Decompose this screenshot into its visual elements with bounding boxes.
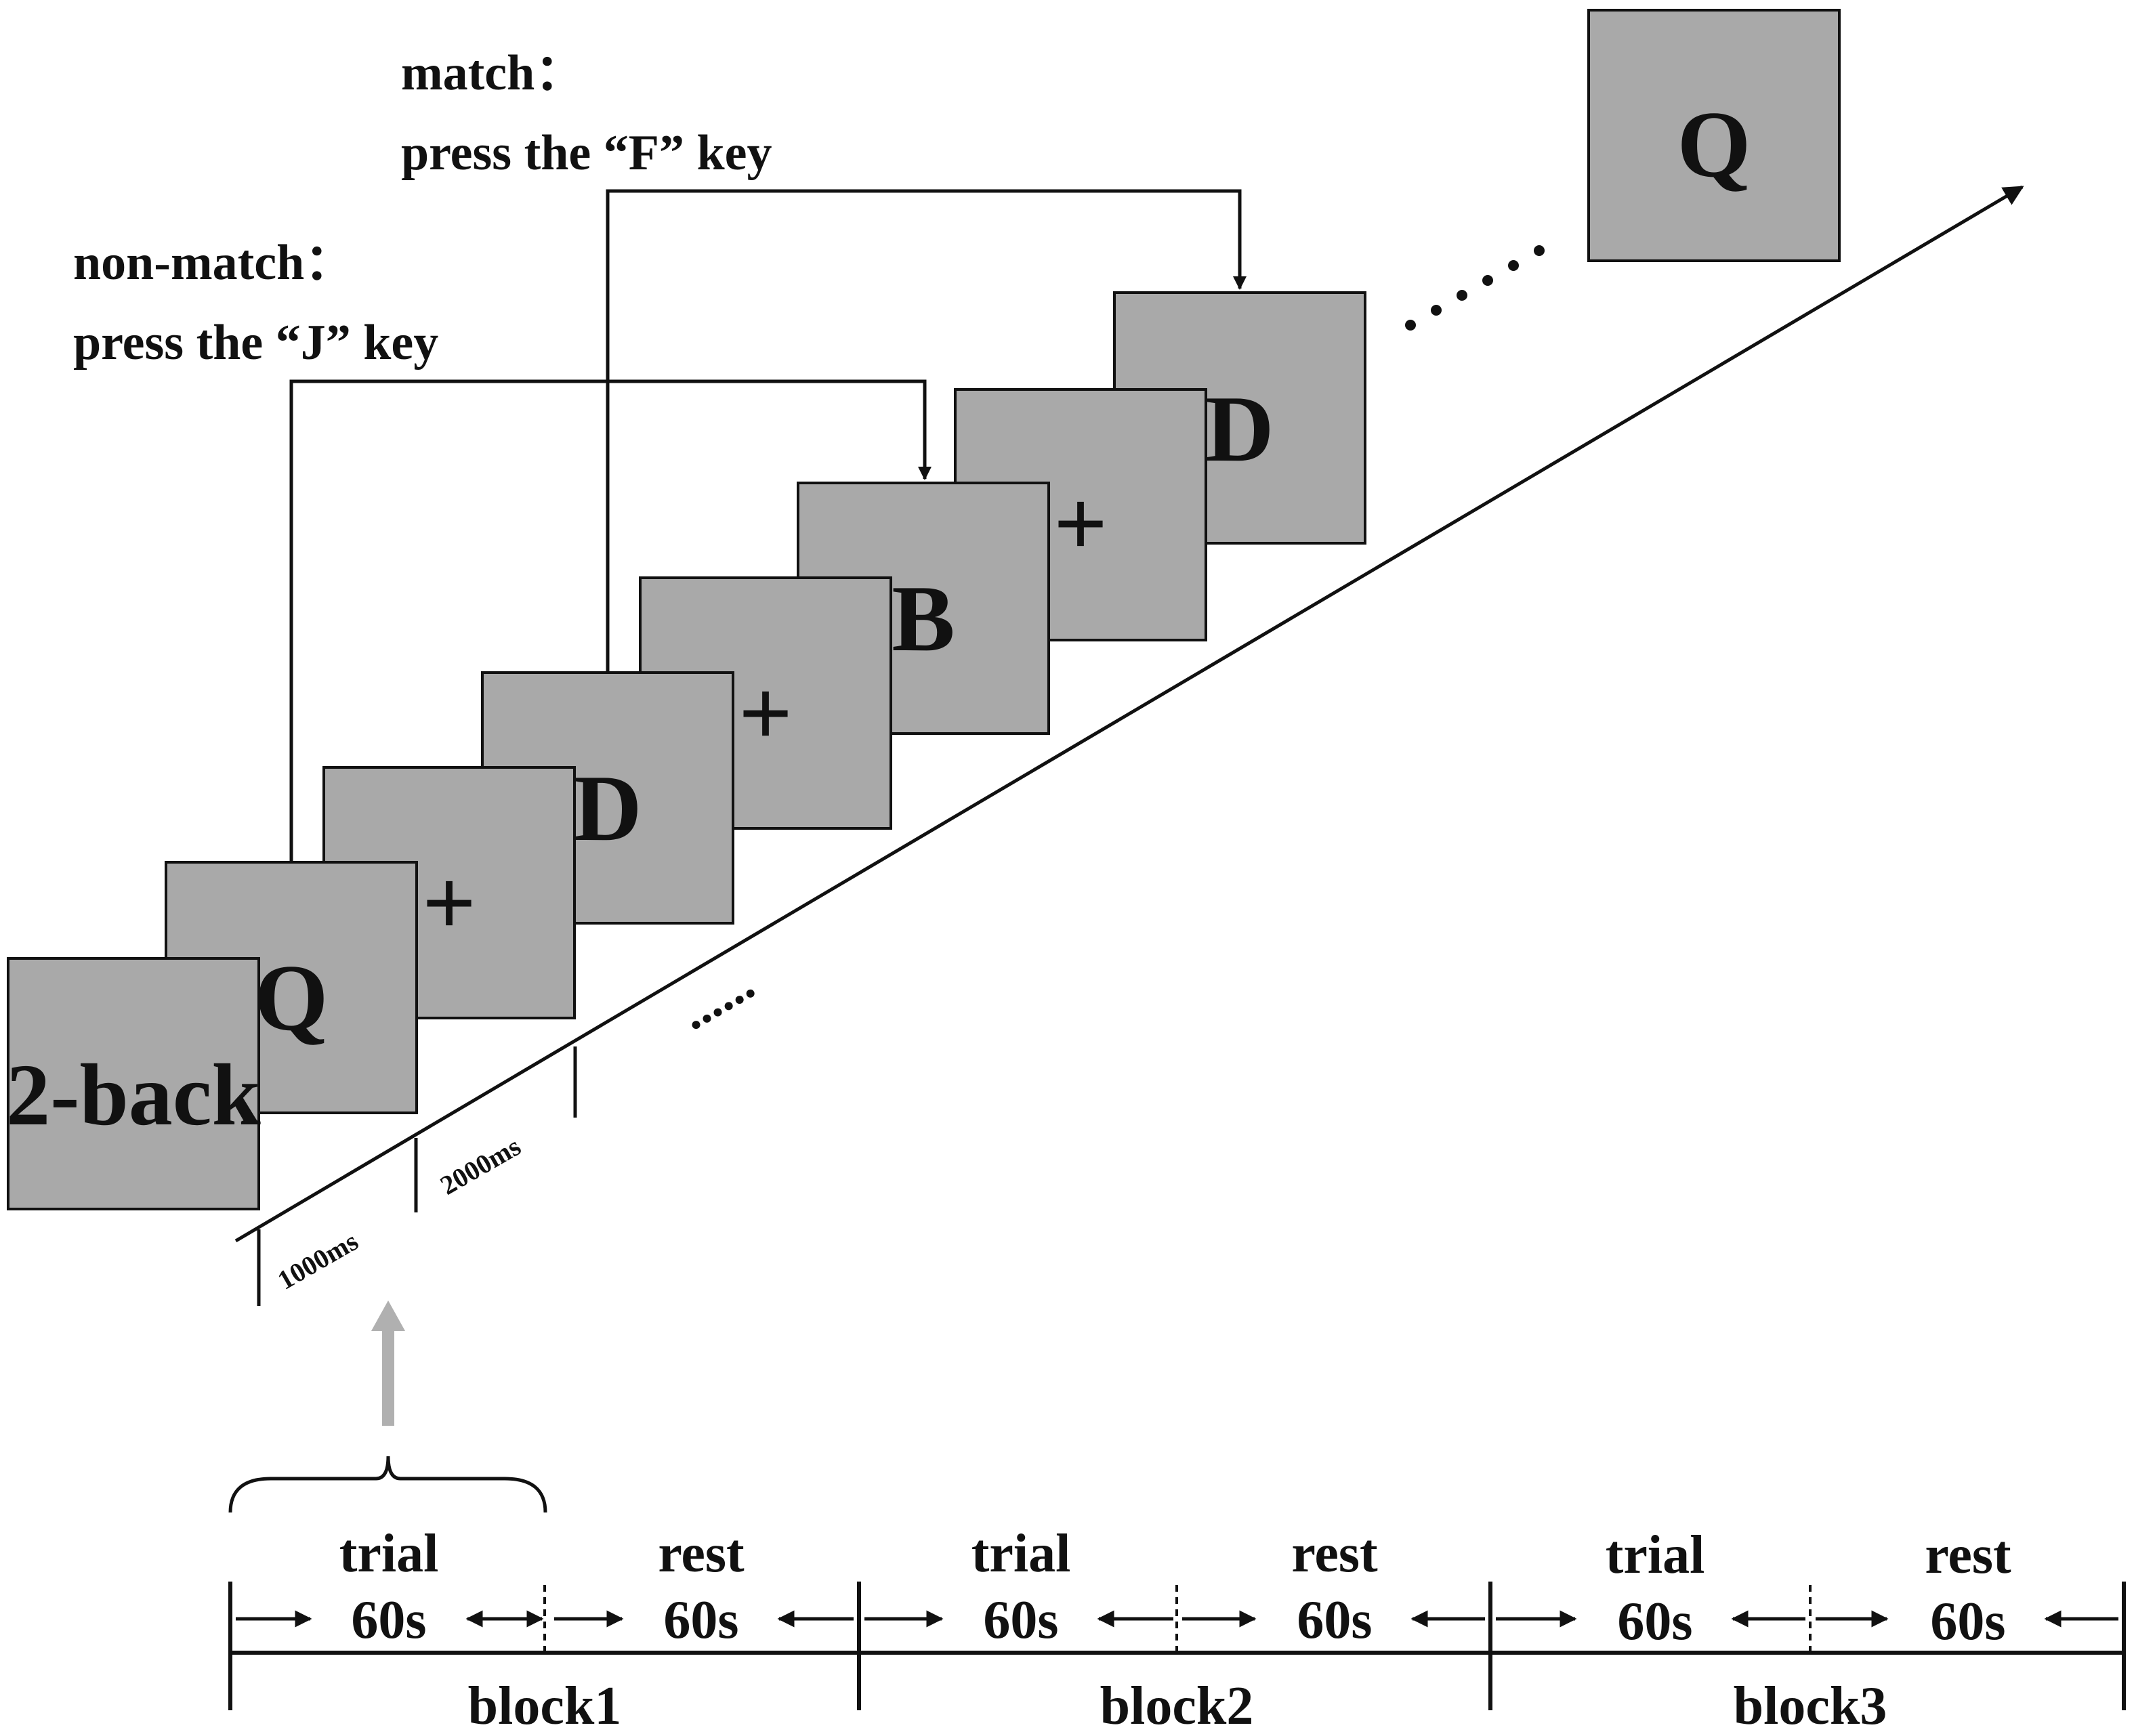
stimulus-1-letter: Q [255, 946, 329, 1051]
block2-rest-label: rest [1291, 1524, 1378, 1584]
fixation-duration-label: 2000ms [435, 1130, 526, 1200]
block3-trial-label: trial [1606, 1525, 1705, 1585]
stimulus-duration-label: 1000ms [272, 1225, 363, 1295]
block2-trial-duration: 60s [983, 1590, 1058, 1650]
stimulus-2-fixation: + [422, 851, 476, 956]
block3-trial-duration: 60s [1617, 1592, 1692, 1651]
match-connector [606, 189, 1247, 673]
final-stimulus-letter: Q [1677, 92, 1751, 197]
block3-rest-label: rest [1925, 1525, 2011, 1585]
cue-label: 2-back [6, 1046, 261, 1144]
stimulus-7-letter: D [1205, 377, 1274, 482]
match-title: match： [401, 45, 585, 101]
stimulus-3-letter: D [573, 756, 642, 861]
stimulus-6-fixation: + [1053, 471, 1108, 576]
trial-brace [228, 1456, 547, 1513]
non-match-instruction: press the “J” key [73, 315, 438, 371]
block-timeline: trial rest 60s 60s block1 trial rest 60s… [228, 1524, 2126, 1736]
final-stimulus-card: Q [1587, 9, 1841, 262]
block3-rest-duration: 60s [1930, 1592, 2005, 1651]
stimulus-4-fixation: + [738, 661, 793, 766]
axis-ellipsis: ...... [671, 955, 763, 1041]
block2-trial-label: trial [971, 1524, 1071, 1584]
match-instruction: press the “F” key [401, 125, 772, 181]
block1-rest-label: rest [658, 1524, 745, 1584]
stimulus-5-letter: B [892, 566, 955, 671]
block2-label: block2 [1100, 1676, 1254, 1736]
time-axis-arrow [234, 185, 2024, 1243]
cue-card: 2-back [6, 957, 261, 1210]
non-match-title: non-match： [73, 235, 354, 291]
block1-rest-duration: 60s [663, 1590, 738, 1650]
block3-label: block3 [1734, 1676, 1887, 1736]
timeline-block-1: trial rest 60s 60s block1 [236, 1524, 854, 1736]
block1-label: block1 [468, 1676, 622, 1736]
trial-pointer-arrow [371, 1300, 405, 1426]
block2-rest-duration: 60s [1297, 1590, 1372, 1650]
block1-trial-duration: 60s [351, 1590, 426, 1650]
timeline-block-3: trial rest 60s 60s block3 [1496, 1525, 2118, 1736]
card-sequence-ellipsis [1405, 245, 1545, 331]
timeline-block-2: trial rest 60s 60s block2 [864, 1524, 1485, 1736]
block1-trial-label: trial [339, 1524, 439, 1584]
